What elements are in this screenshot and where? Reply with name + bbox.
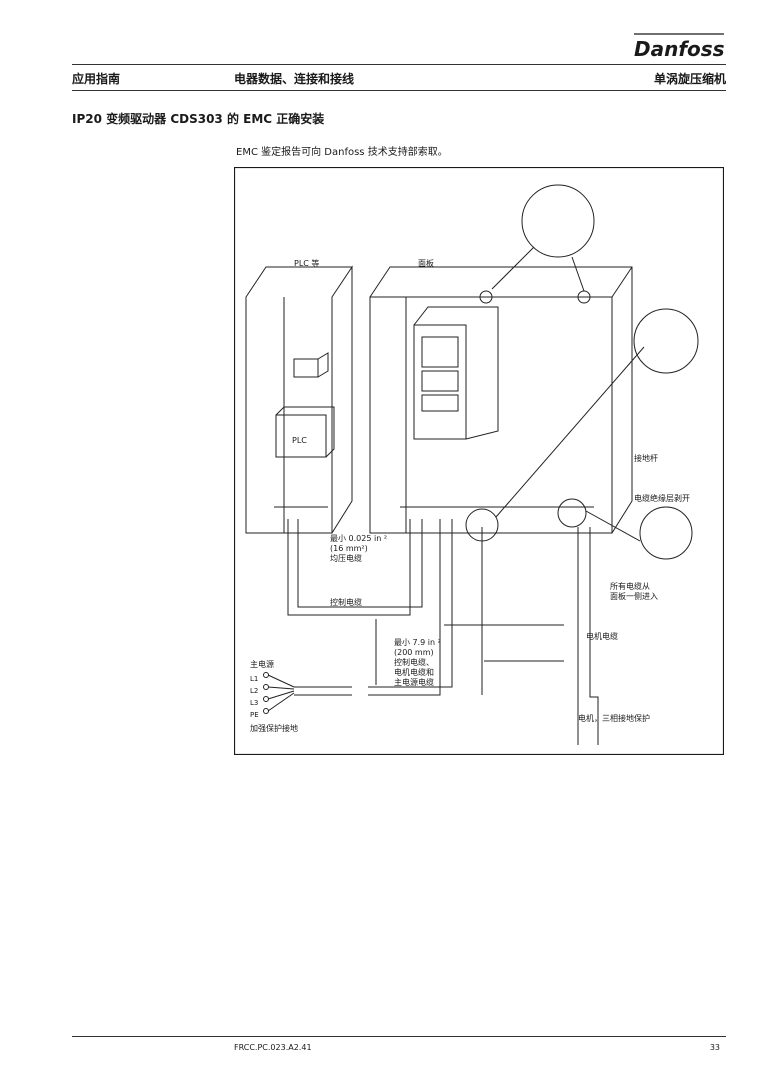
spacing-line-3: 主电源电缆: [394, 677, 434, 687]
all-cables-label-2: 面板一侧进入: [610, 591, 658, 601]
motor-pe-label: 电机，三相接地保护: [578, 713, 650, 723]
emc-installation-diagram: PLC 等 面板 PLC 接地杆 电缆绝缘层剥开 最小 0.025 in ² (…: [234, 167, 724, 755]
footer-code: FRCC.PC.023.A2.41: [234, 1043, 312, 1052]
danfoss-logo: Danfoss: [634, 33, 725, 61]
motor-cable-label: 电机电缆: [586, 631, 618, 641]
min-spacing-label: 最小 7.9 in ²: [394, 638, 441, 647]
plc-cabinet-label: PLC 等: [294, 258, 319, 268]
l3-label: L3: [250, 699, 258, 707]
all-cables-label-1: 所有电缆从: [610, 581, 650, 591]
panel-label: 面板: [418, 258, 434, 268]
min-spacing-mm-label: (200 mm): [394, 648, 434, 657]
equalizing-cable-label: 均压电缆: [330, 553, 362, 563]
equalizing-min-label: 最小 0.025 in ²: [330, 534, 387, 543]
footer-rule: [72, 1036, 726, 1037]
strip-insulation-label: 电缆绝缘层剥开: [634, 493, 690, 503]
page-number: 33: [709, 1043, 720, 1052]
header-left: 应用指南: [72, 72, 121, 86]
l1-label: L1: [250, 675, 258, 683]
header-center: 电器数据、连接和接线: [234, 72, 355, 86]
pe-label: PE: [250, 711, 259, 719]
reinforced-pe-label: 加强保护接地: [250, 723, 298, 733]
intro-text: EMC 鉴定报告可向 Danfoss 技术支持部索取。: [236, 147, 448, 158]
mains-label: 主电源: [250, 659, 274, 669]
plc-label: PLC: [292, 436, 307, 445]
header-bottom-rule: [72, 90, 726, 91]
logo-text: Danfoss: [634, 37, 725, 61]
control-cable-label: 控制电缆: [330, 597, 362, 607]
header-top-rule: [72, 64, 726, 65]
l2-label: L2: [250, 687, 258, 695]
ground-bar-label: 接地杆: [634, 453, 658, 463]
spacing-line-2: 电机电缆和: [394, 667, 434, 677]
section-title: IP20 变频驱动器 CDS303 的 EMC 正确安装: [72, 112, 325, 126]
equalizing-mm-label: (16 mm²): [330, 544, 368, 553]
spacing-line-1: 控制电缆、: [394, 657, 434, 667]
header-right: 单涡旋压缩机: [653, 72, 726, 86]
